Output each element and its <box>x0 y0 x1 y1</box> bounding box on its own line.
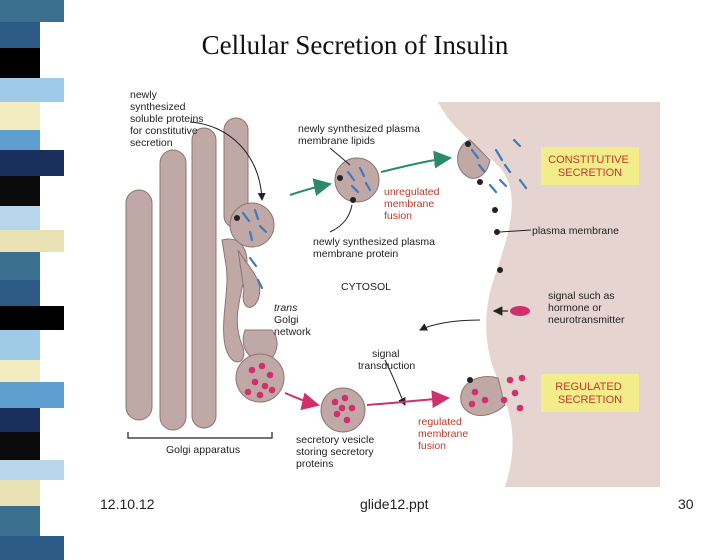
membrane-proteins <box>241 138 528 290</box>
label-regulated-fusion: regulated membrane fusion <box>418 416 471 452</box>
regulated-arrow-2 <box>366 390 450 409</box>
fusing-vesicle-bottom <box>460 376 506 416</box>
label-unregulated-fusion: unregulated membrane fusion <box>384 186 442 222</box>
label-soluble-proteins: newly synthesized soluble proteins for c… <box>130 89 206 149</box>
regulated-arrow-1 <box>284 392 320 411</box>
label-golgi-apparatus: Golgi apparatus <box>166 444 240 456</box>
footer-filename: glide12.ppt <box>360 496 429 512</box>
golgi-bracket <box>127 432 273 439</box>
constitutive-arrow-1 <box>289 178 332 196</box>
insulin-secretion-diagram: newly synthesized soluble proteins for c… <box>125 89 660 487</box>
label-membrane-protein: newly synthesized plasma membrane protei… <box>313 236 438 260</box>
secretory-proteins <box>244 362 526 424</box>
footer-date: 12.10.12 <box>100 496 155 512</box>
regulated-box <box>541 374 639 412</box>
constitutive-box <box>541 147 639 185</box>
label-constitutive-secretion: CONSTITUTIVE SECRETION <box>548 154 632 179</box>
label-signal-source: signal such as hormone or neurotransmitt… <box>548 290 625 326</box>
decorative-stripe <box>0 0 64 560</box>
slide-title: Cellular Secretion of Insulin <box>201 30 509 60</box>
constitutive-arrow-2 <box>380 150 452 173</box>
label-trans-golgi: trans Golgi network <box>274 302 312 338</box>
label-secretory-vesicle: secretory vesicle storing secretory prot… <box>296 434 377 470</box>
label-plasma-membrane: plasma membrane <box>532 225 619 237</box>
golgi-apparatus <box>125 117 249 431</box>
membrane-protein-markers <box>234 141 503 383</box>
signal-molecule <box>492 306 530 316</box>
label-membrane-lipids: newly synthesized plasma membrane lipids <box>298 123 423 147</box>
label-cytosol: CYTOSOL <box>341 281 391 293</box>
budding-vesicle-top <box>229 202 275 308</box>
label-regulated-secretion: REGULATED SECRETION <box>555 381 624 406</box>
footer-page-number: 30 <box>678 496 694 512</box>
label-signal-transduction: signal transduction <box>358 348 415 372</box>
constitutive-vesicle <box>334 157 380 203</box>
